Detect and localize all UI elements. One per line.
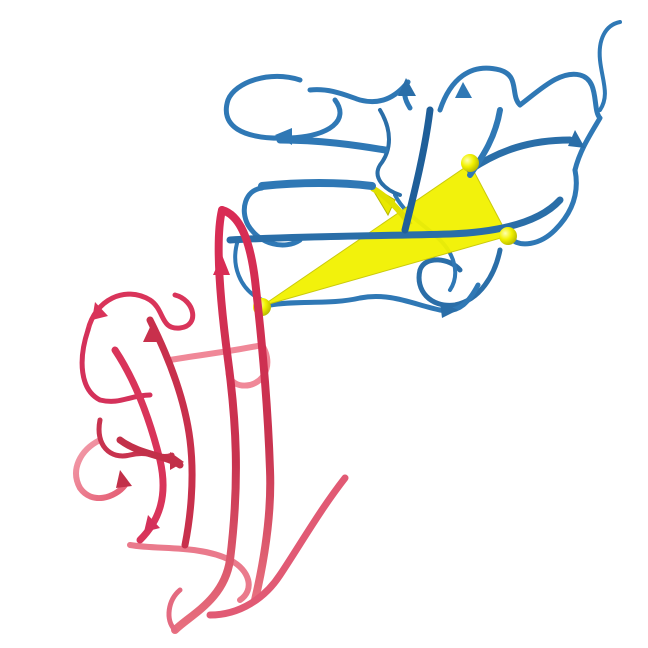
blue-strand-upper <box>276 136 389 154</box>
red-domain <box>73 206 349 634</box>
blue-loop-left <box>241 185 303 248</box>
red-strand-inner-1 <box>146 316 196 549</box>
blue-loop-top-right <box>437 65 603 173</box>
red-loop-pink-mid <box>167 342 271 389</box>
blue-domain <box>223 20 622 314</box>
blue-strand-horizontal-2 <box>258 179 376 190</box>
red-loop-pink-bottom <box>127 542 252 603</box>
blue-arrowhead-1 <box>275 128 292 145</box>
red-arrowhead-1 <box>213 255 230 275</box>
blue-loop-top-left <box>223 74 343 141</box>
blue-loop-bottom-right <box>416 247 503 308</box>
red-arrowhead-3 <box>92 302 108 320</box>
vertex-ball-top <box>461 154 479 172</box>
blue-loop-right <box>507 167 579 247</box>
red-arrowhead-5 <box>170 452 184 470</box>
red-arrowhead-4 <box>116 470 132 488</box>
blue-loop-bottom <box>267 282 481 314</box>
blue-strand-long-horizontal <box>226 196 564 244</box>
red-loop-pink-left <box>73 437 128 501</box>
red-strand-long-3 <box>206 474 349 619</box>
blue-arrowhead-5 <box>440 302 458 318</box>
blue-loop-top <box>307 79 413 111</box>
blue-arrowhead-4 <box>568 130 585 148</box>
red-strand-long-2 <box>218 206 275 604</box>
blue-strand-diagonal <box>401 106 434 234</box>
blue-tail-top-right <box>597 20 622 112</box>
vertex-ball-right <box>499 227 517 245</box>
blue-arrowhead-3 <box>455 82 472 98</box>
red-arrowhead-2 <box>143 325 158 342</box>
blue-coil-upper <box>375 108 402 197</box>
blue-arrowhead-2 <box>398 78 416 96</box>
red-loop-left <box>79 327 153 404</box>
red-coil-bottom-left <box>166 587 183 633</box>
red-loop-top-left <box>85 291 196 333</box>
red-arrowhead-6 <box>144 515 160 532</box>
blue-domain-front <box>226 78 585 318</box>
